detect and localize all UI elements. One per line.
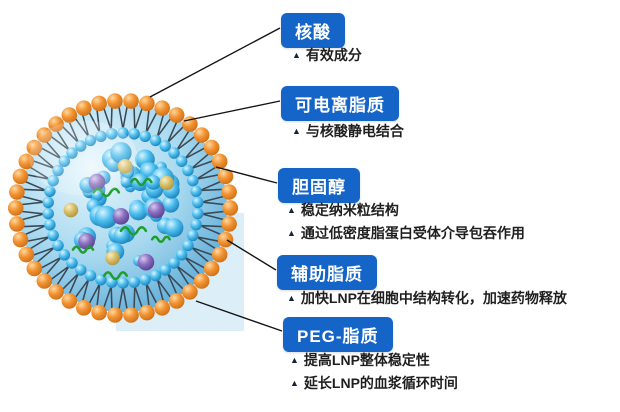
annotation-point: ▲ 通过低密度脂蛋白受体介导包吞作用	[287, 223, 525, 245]
annotation-text: 提高LNP整体稳定性	[303, 352, 430, 368]
triangle-bullet-icon: ▲	[287, 293, 296, 303]
label-badge-helper-lipid: 辅助脂质	[277, 255, 377, 290]
annotation-point: ▲ 加快LNP在细胞中结构转化，加速药物释放	[287, 288, 567, 310]
annotation-text: 有效成分	[305, 47, 362, 63]
annotation-text: 稳定纳米粒结构	[300, 202, 399, 218]
annotation-text: 加快LNP在细胞中结构转化，加速药物释放	[300, 290, 567, 306]
annotation-point: ▲ 延长LNP的血浆循环时间	[290, 373, 458, 395]
triangle-bullet-icon: ▲	[290, 378, 299, 388]
triangle-bullet-icon: ▲	[287, 205, 296, 215]
annotation-point: ▲ 有效成分	[292, 45, 362, 67]
annotation-text: 与核酸静电结合	[305, 123, 404, 139]
triangle-bullet-icon: ▲	[292, 50, 301, 60]
label-badge-cholesterol: 胆固醇	[278, 168, 360, 203]
triangle-bullet-icon: ▲	[292, 126, 301, 136]
triangle-bullet-icon: ▲	[290, 355, 299, 365]
label-badge-ionizable-lipid: 可电离脂质	[281, 86, 399, 121]
annotation-text: 通过低密度脂蛋白受体介导包吞作用	[300, 225, 525, 241]
label-badge-nucleic-acid: 核酸	[281, 13, 345, 48]
label-badge-peg-lipid: PEG-脂质	[283, 317, 393, 352]
lnp-particle-illustration	[7, 93, 239, 323]
annotation-point: ▲ 与核酸静电结合	[292, 121, 404, 143]
annotation-point: ▲ 提高LNP整体稳定性	[290, 350, 430, 372]
triangle-bullet-icon: ▲	[287, 228, 296, 238]
annotation-point: ▲ 稳定纳米粒结构	[287, 200, 399, 222]
annotation-text: 延长LNP的血浆循环时间	[303, 375, 458, 391]
